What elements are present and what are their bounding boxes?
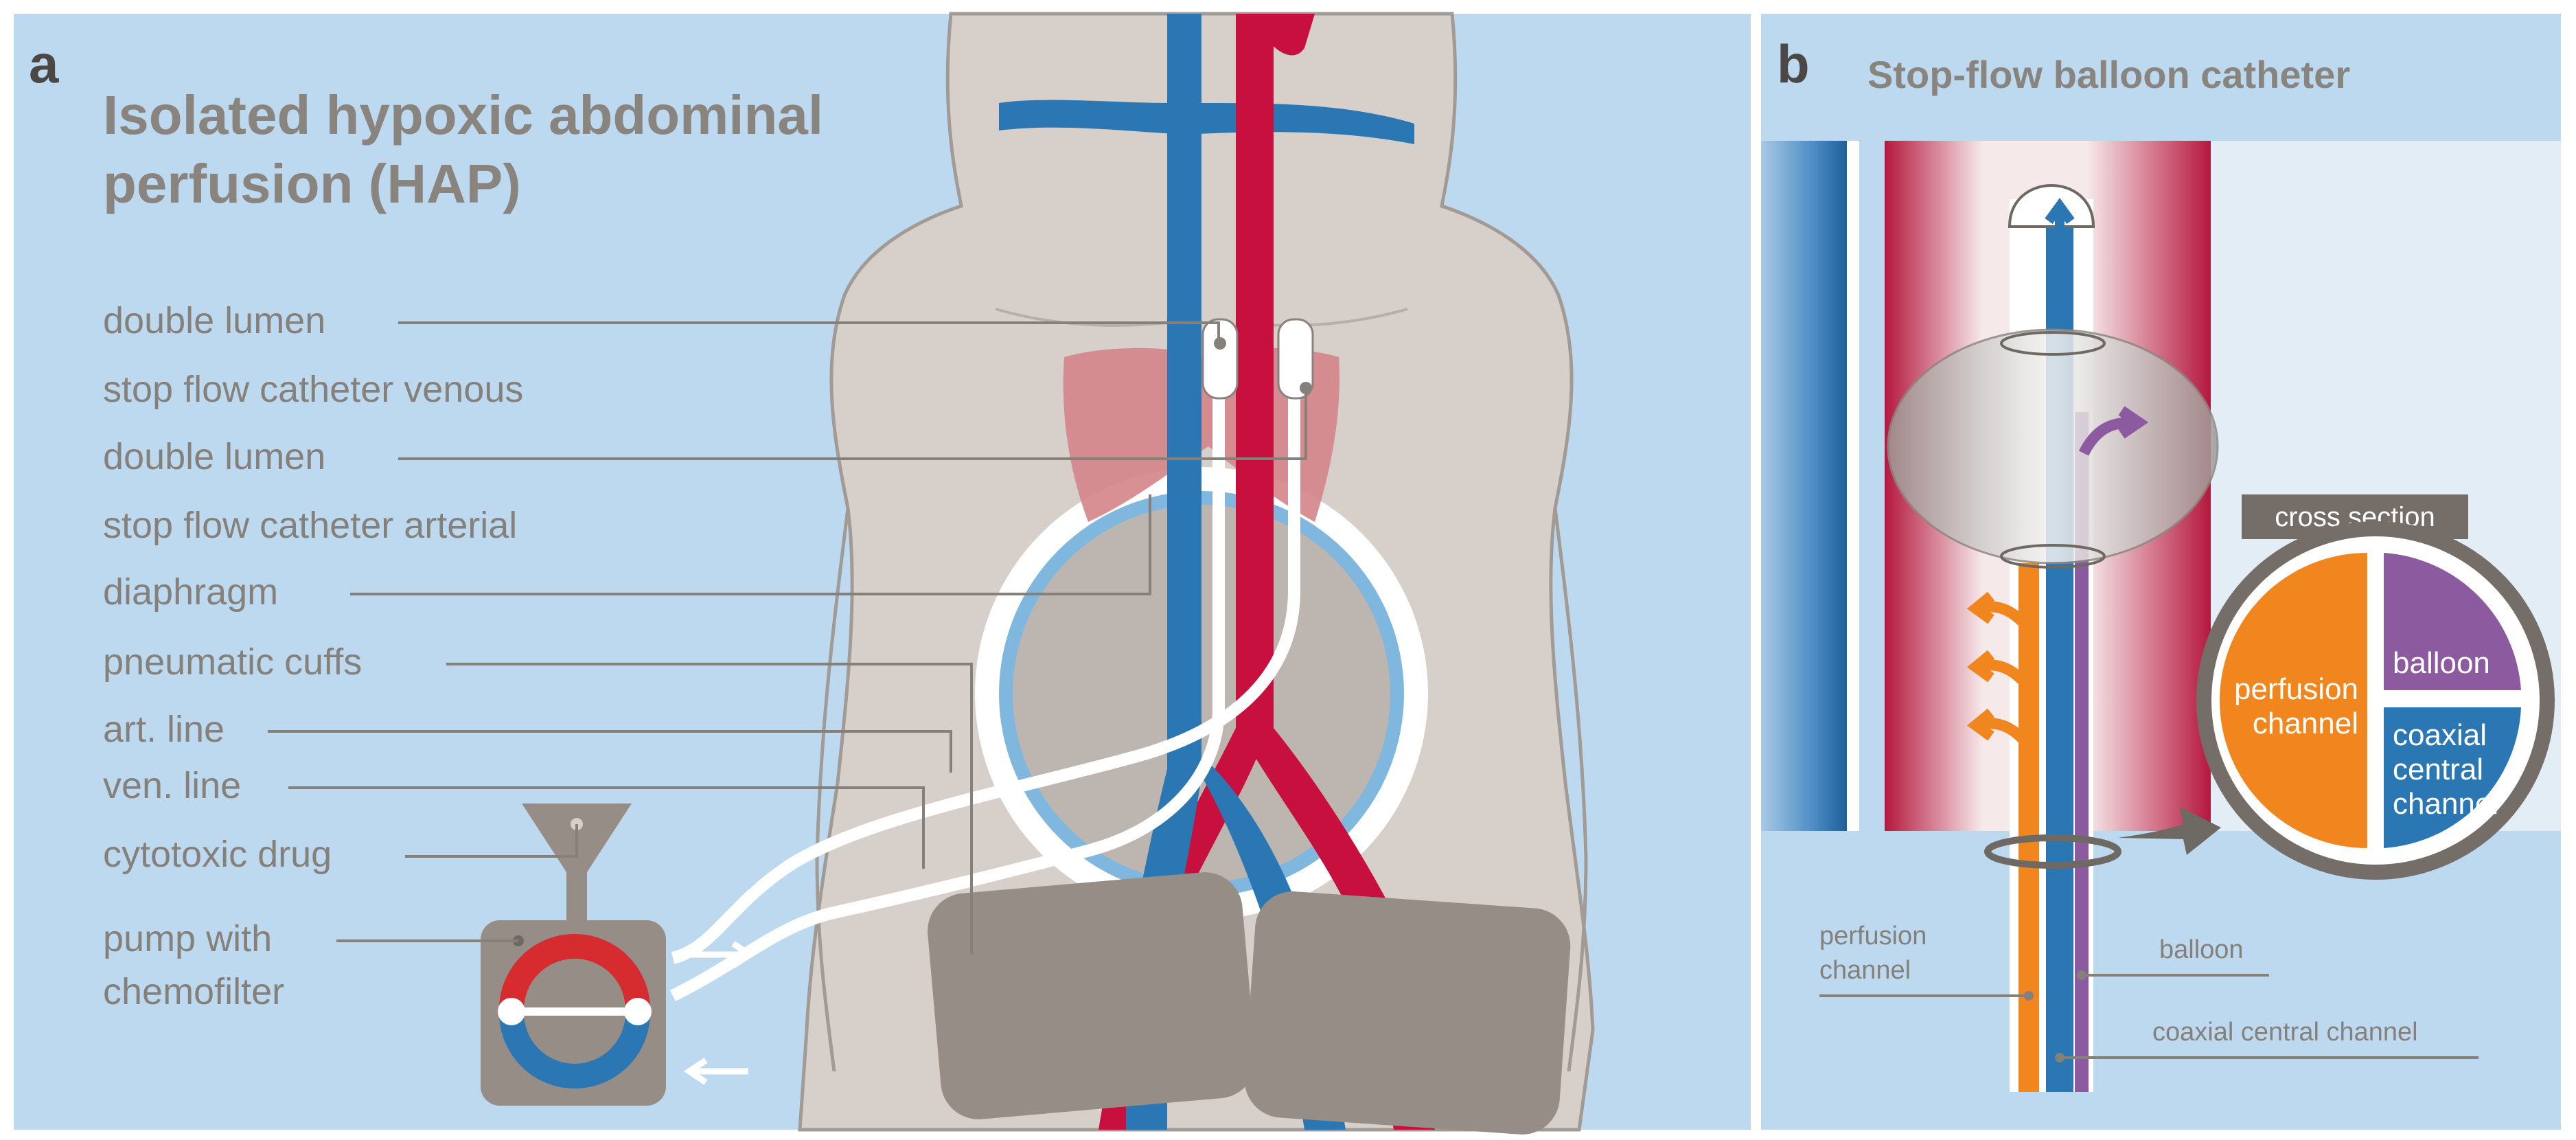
cross-section-coaxial	[2384, 707, 2521, 848]
balloon-inflation-arrow	[2078, 406, 2149, 456]
arterial-catheter-tube	[671, 385, 1300, 964]
panel-b: b Stop-flow balloon catheter cross secti	[1761, 14, 2561, 1130]
bottom-label-perfusion-line2: channel	[1819, 956, 1911, 985]
bottom-label-coaxial: coaxial central channel	[2152, 1018, 2418, 1047]
perfusion-arrow-3	[1966, 708, 2026, 742]
catheter-balloon-channel	[2075, 412, 2089, 1092]
stop-flow-balloon	[1887, 328, 2219, 565]
left-arm	[815, 508, 850, 1072]
label-cytotoxic-drug: cytotoxic drug	[103, 834, 332, 875]
label-pump-line2: chemofilter	[103, 971, 284, 1012]
label-ven-line: ven. line	[103, 765, 241, 806]
leader-pneumatic-cuffs	[446, 663, 973, 955]
flow-arrow-in	[683, 1058, 748, 1085]
cross-section-balloon	[2384, 553, 2521, 690]
cross-section-perfusion-line2: channel	[2253, 707, 2358, 740]
perfusion-outflow-arrows	[1966, 591, 2026, 742]
aorta-arch	[1256, 14, 1315, 56]
cross-section-coaxial-line2: central	[2393, 753, 2483, 786]
leader-cytotoxic-drug	[405, 824, 578, 858]
central-flow-arrow	[2045, 198, 2075, 254]
leader-bottom-perfusion-dot	[2024, 991, 2034, 1001]
pneumatic-cuff-left	[928, 872, 1256, 1119]
balloon-ring-top	[2000, 331, 2106, 356]
panel-b-letter: b	[1777, 34, 1810, 94]
pump-ring-arterial	[499, 934, 650, 1010]
flow-arrow-out	[690, 941, 756, 968]
superior-vena-cava	[1167, 14, 1201, 783]
leader-ven-line	[288, 786, 925, 869]
perfusion-arrow-1	[1966, 591, 2026, 626]
venous-stop-flow-balloon	[1201, 318, 1239, 400]
leader-bottom-coaxial-dot	[2055, 1053, 2065, 1062]
cross-section-coaxial-line1: coaxial	[2393, 718, 2487, 752]
cross-section-coaxial-line3: channel	[2393, 787, 2498, 821]
panel-a-letter: a	[29, 34, 59, 94]
catheters	[669, 318, 1314, 1002]
pneumatic-cuff-right	[1244, 891, 1571, 1135]
arterial-stop-flow-balloon	[1277, 318, 1314, 400]
pump-roller-left	[498, 998, 525, 1025]
aorta	[1236, 14, 1274, 742]
label-pneumatic-cuffs: pneumatic cuffs	[103, 641, 362, 683]
catheter-perfusion-channel	[2019, 563, 2039, 1092]
label-stop-flow-arterial: stop flow catheter arterial	[103, 505, 517, 546]
label-double-lumen-arterial: double lumen	[103, 436, 325, 477]
leader-bottom-balloon-dot	[2077, 970, 2086, 980]
panel-a: a Isolated hypoxic abdominal perfusion (…	[14, 12, 1751, 1135]
vein-edge	[1847, 141, 1859, 831]
balloon-ring-bottom	[2000, 544, 2106, 569]
drug-funnel	[522, 803, 632, 927]
leader-double-lumen-arterial	[398, 388, 1307, 460]
right-arm	[1553, 508, 1588, 1072]
label-art-line: art. line	[103, 709, 225, 750]
vein-wall	[1761, 141, 1847, 831]
pump-roller-right	[624, 998, 652, 1025]
section-arrow	[2118, 807, 2221, 855]
venous-catheter-tube	[669, 385, 1225, 1002]
label-stop-flow-venous: stop flow catheter venous	[103, 369, 523, 410]
leader-diaphragm	[350, 494, 1151, 595]
cross-section-perfusion	[2220, 553, 2367, 848]
panel-b-title: Stop-flow balloon catheter	[1867, 53, 2350, 96]
leader-art-line	[268, 730, 952, 773]
pump-ring-venous	[499, 1012, 650, 1088]
label-diaphragm: diaphragm	[103, 571, 278, 613]
cross-section-perfusion-line1: perfusion	[2234, 672, 2358, 706]
bottom-label-perfusion-line1: perfusion	[1819, 922, 1927, 950]
leader-double-lumen-venous	[398, 321, 1220, 343]
perfusion-arrow-2	[1966, 650, 2026, 684]
leader-lines	[268, 321, 1307, 955]
panel-a-title-line1: Isolated hypoxic abdominal	[103, 84, 823, 146]
vein-branch-left	[999, 100, 1174, 134]
bottom-label-balloon: balloon	[2159, 935, 2244, 964]
section-ring	[1984, 834, 2121, 869]
cross-section-balloon-label: balloon	[2393, 646, 2490, 680]
label-double-lumen-venous: double lumen	[103, 300, 325, 341]
pump-assembly	[481, 803, 756, 1106]
panel-a-title-line2: perfusion (HAP)	[103, 153, 521, 214]
label-pump-line1: pump with	[103, 918, 272, 959]
